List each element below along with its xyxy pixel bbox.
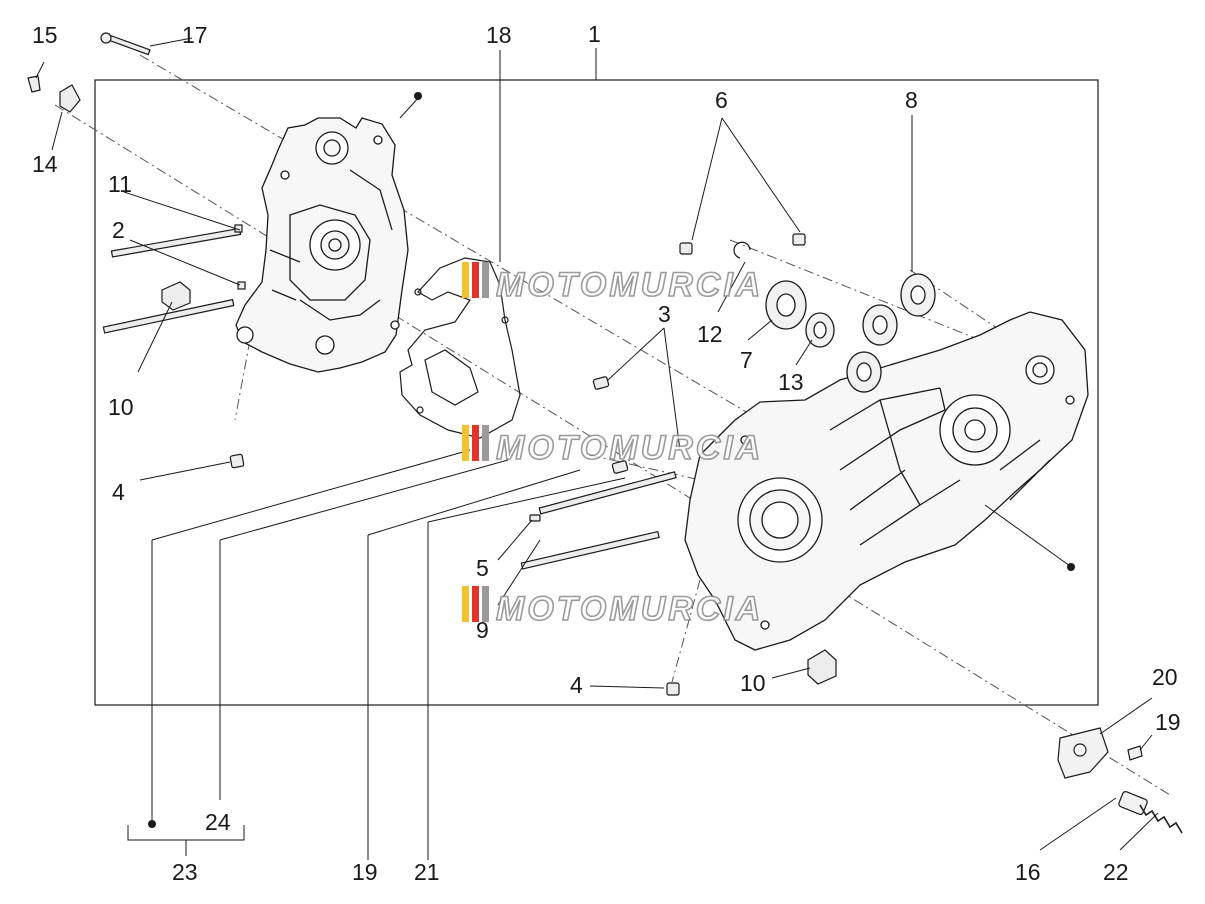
circlip: [733, 241, 751, 259]
callout-10: 10: [740, 670, 766, 696]
callout-17: 17: [182, 22, 208, 48]
bushing-left: [229, 453, 245, 469]
callout-10: 10: [108, 394, 134, 420]
watermark-bottom: MOTOMURCIA: [462, 586, 763, 629]
callout-4: 4: [112, 479, 125, 505]
callout-15: 15: [32, 22, 58, 48]
dowel-pin-b: [611, 460, 629, 474]
watermark-middle: MOTOMURCIA: [462, 425, 763, 468]
centering-pin-b: [792, 233, 806, 246]
callout-20: 20: [1152, 664, 1178, 690]
bearings: [765, 273, 936, 393]
bushing-right: [666, 682, 680, 696]
callout-2: 2: [112, 217, 125, 243]
callout-9: 9: [476, 617, 489, 643]
silent-block-right: [807, 649, 837, 685]
leader-lines: [35, 37, 1159, 860]
callout-7: 7: [740, 347, 753, 373]
callout-21: 21: [414, 859, 440, 885]
spring: [1139, 804, 1183, 834]
svg-text:MOTOMURCIA: MOTOMURCIA: [496, 590, 763, 628]
callout-16: 16: [1015, 859, 1041, 885]
callout-19: 19: [352, 859, 378, 885]
pin: [529, 514, 541, 522]
callout-11: 11: [108, 171, 132, 197]
screw-15: [27, 75, 41, 93]
callout-13: 13: [778, 369, 804, 395]
callout-19: 19: [1155, 709, 1181, 735]
callout-6: 6: [715, 87, 728, 113]
callout-14: 14: [32, 151, 58, 177]
centering-pin-a: [679, 242, 693, 255]
callout-3: 3: [658, 301, 671, 327]
right-crankcase-half: [684, 311, 1089, 651]
callout-5: 5: [476, 555, 489, 581]
chain-tensioner-group: [1057, 727, 1183, 834]
callout-18: 18: [486, 22, 512, 48]
callout-1: 1: [588, 21, 601, 47]
callout-24: 24: [205, 809, 231, 835]
small-parts: [27, 75, 837, 696]
crankcase-gasket: [399, 257, 521, 439]
callout-12: 12: [697, 321, 723, 347]
plug-2: [237, 281, 246, 290]
index-dots: [148, 92, 1075, 828]
callout-23: 23: [172, 859, 198, 885]
callout-4: 4: [570, 672, 583, 698]
left-crankcase-half: [235, 117, 409, 373]
studs: [100, 32, 677, 570]
svg-text:MOTOMURCIA: MOTOMURCIA: [496, 429, 763, 467]
callout-labels: 1 2 3 4 4 5 6 7 8 9 10 10 11 12 13 14 15…: [32, 21, 1181, 885]
clamp-14: [59, 84, 81, 113]
watermark-top: MOTOMURCIA: [462, 262, 763, 305]
callout-8: 8: [905, 87, 918, 113]
svg-text:MOTOMURCIA: MOTOMURCIA: [496, 266, 763, 304]
silent-block-left: [161, 281, 191, 311]
callout-22: 22: [1103, 859, 1129, 885]
dowel-pin-a: [592, 376, 610, 390]
